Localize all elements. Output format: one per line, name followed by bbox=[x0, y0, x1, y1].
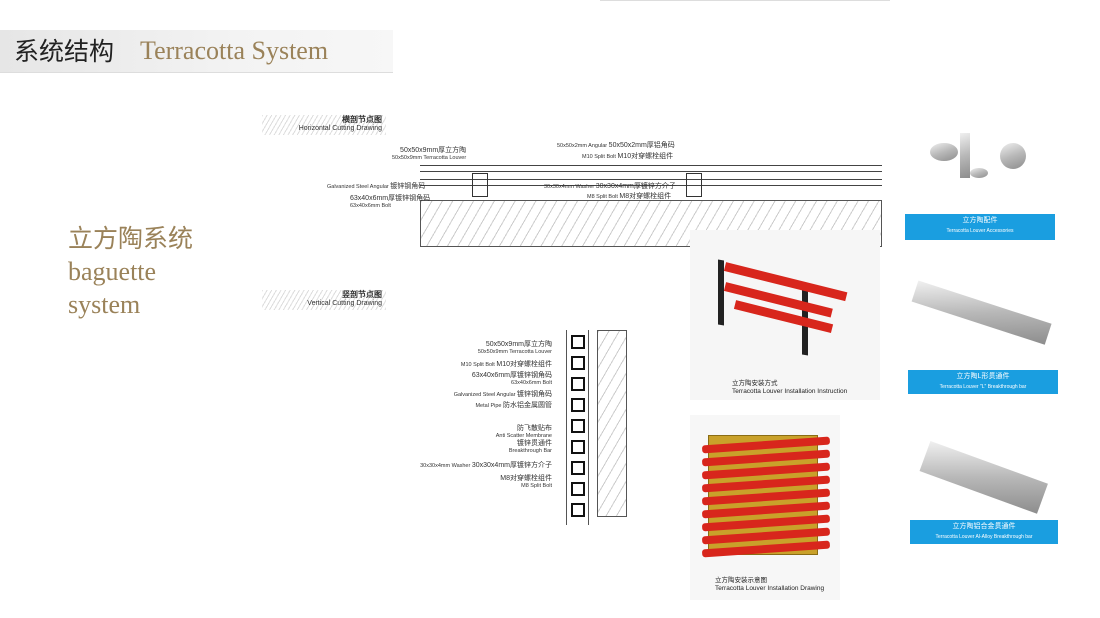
vertical-drawing-title: 竖剖节点图 Vertical Cutting Drawing bbox=[262, 290, 386, 310]
title-cn: 横剖节点图 bbox=[342, 115, 382, 124]
top-rule bbox=[600, 0, 890, 1]
label: Galvanized Steel Angular 镀锌钢角码 bbox=[453, 391, 552, 398]
label: M8 Split Bolt M8对穿螺栓组件 bbox=[587, 193, 672, 200]
side-title-cn: 立方陶系统 bbox=[68, 224, 194, 253]
louver-section bbox=[571, 419, 585, 433]
louver-section bbox=[571, 398, 585, 412]
side-title: 立方陶系统 baguette system bbox=[68, 222, 193, 321]
accessories-image bbox=[905, 118, 1055, 208]
label: M10 Split Bolt M10对穿螺栓组件 bbox=[460, 361, 552, 368]
label: 30x30x4mm Washer 30x30x4mm厚镀锌方介子 bbox=[420, 462, 552, 469]
louver-section bbox=[571, 503, 585, 517]
title-en: Vertical Cutting Drawing bbox=[307, 300, 382, 307]
label: M10 Split Bolt M10对穿螺栓组件 bbox=[582, 153, 674, 160]
louver-section bbox=[571, 440, 585, 454]
label: Galvanized Steel Angular 镀锌钢角码 bbox=[327, 183, 426, 190]
bracket bbox=[686, 173, 702, 197]
louver-section bbox=[571, 482, 585, 496]
concrete-wall bbox=[597, 330, 627, 517]
louver-section bbox=[571, 377, 585, 391]
title-en: Horizontal Cutting Drawing bbox=[298, 125, 382, 132]
al-alloy-bar-image bbox=[919, 440, 1048, 514]
side-title-en-1: baguette bbox=[68, 257, 157, 286]
louver-section bbox=[571, 461, 585, 475]
label: 50x50x2mm Angular 50x50x2mm厚铝角码 bbox=[557, 142, 675, 149]
horizontal-drawing-title: 横剖节点图 Horizontal Cutting Drawing bbox=[262, 115, 386, 135]
header-title-cn: 系统结构 bbox=[14, 37, 115, 66]
header-title-en: Terracotta System bbox=[140, 36, 329, 65]
page-header: 系统结构 Terracotta System bbox=[0, 30, 393, 73]
louver-section bbox=[571, 356, 585, 370]
side-title-en-2: system bbox=[68, 290, 141, 319]
label: Metal Pipe 防水铝金属圆管 bbox=[475, 402, 552, 409]
label: 30x30x4mm Washer 30x30x4mm厚镀锌方介子 bbox=[544, 183, 676, 190]
bracket bbox=[472, 173, 488, 197]
l-breakthrough-bar-image bbox=[911, 280, 1052, 345]
louver-section bbox=[571, 335, 585, 349]
title-cn: 竖剖节点图 bbox=[342, 290, 382, 299]
